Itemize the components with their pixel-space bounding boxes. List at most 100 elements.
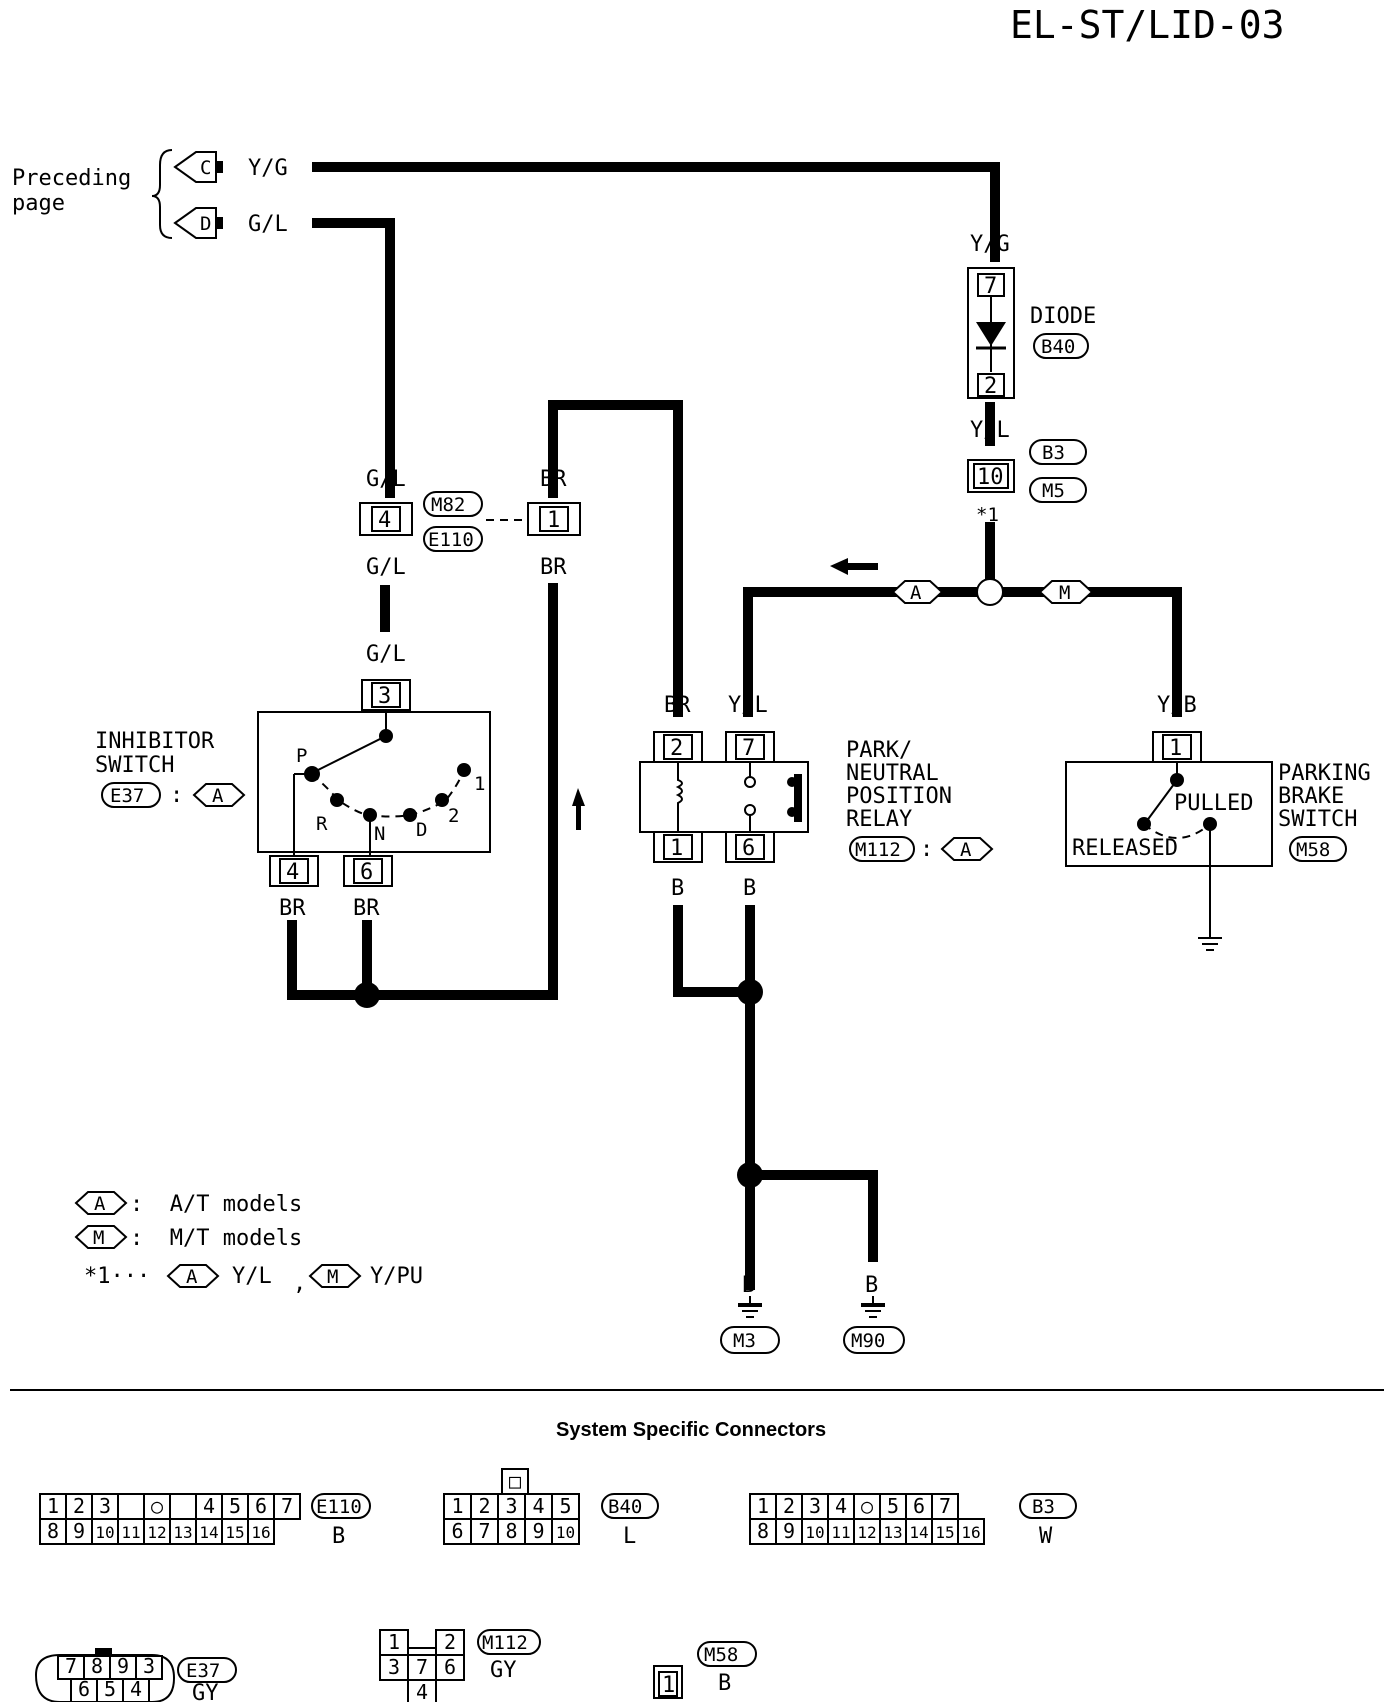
arrow-left-icon (830, 558, 878, 575)
legend-m-text: : M/T models (130, 1226, 302, 1251)
conn-d-label: D (200, 213, 211, 235)
relay-pin-tr-box (735, 734, 765, 760)
m58-pin-box (658, 1671, 678, 1697)
inhibitor-wire-a: BR (279, 896, 306, 921)
m82-wire-right-top: BR (540, 467, 567, 492)
e110-pin-row2-1: 9 (73, 1519, 85, 1543)
inhibitor-switch: G/L 3 P R N D 2 1 4 6 BR BR INHIBITOR (95, 642, 491, 921)
inhibitor-wire-b: BR (353, 896, 380, 921)
e110-pin-row1-9-cell (273, 1493, 301, 1520)
inhibitor-variant: A (212, 785, 224, 807)
e110-pin-row1-8: 6 (255, 1494, 267, 1518)
inhibitor-wire-top: G/L (366, 642, 406, 667)
relay-pin-bl-box (663, 834, 693, 860)
relay-colon: : (920, 837, 933, 862)
inhibitor-name-1: INHIBITOR (95, 729, 215, 754)
e37-id-badge (177, 1657, 237, 1683)
m82-pin-right: 1 (547, 508, 560, 533)
b3-pin-row1-6: 6 (913, 1494, 925, 1518)
b3-pin-row2-0: 8 (757, 1519, 769, 1543)
inhibitor-2: 2 (448, 805, 459, 827)
wire-b-relay1 (673, 905, 750, 997)
relay-body (639, 761, 809, 833)
legend: A : A/T models M : M/T models *1··· A Y/… (74, 1191, 423, 1296)
relay-coil-icon (675, 762, 683, 832)
e110-badge (423, 526, 483, 552)
diode-pin-top: 7 (984, 274, 997, 299)
b40-pin-row1-1-cell (470, 1493, 499, 1520)
wire-d-label: G/L (248, 212, 288, 237)
legend-note-m-val: Y/PU (370, 1264, 423, 1289)
m58-id: M58 (704, 1644, 738, 1666)
pbs-released: RELEASED (1072, 836, 1178, 861)
e37-pin-row2-0: 6 (78, 1677, 90, 1701)
m58-color: B (718, 1671, 731, 1696)
b3-pin-row2-3: 11 (831, 1523, 850, 1542)
e110-pin-row2-4: 12 (147, 1523, 166, 1542)
e110-pin-row2-4-cell (143, 1518, 171, 1545)
m82-wire-left-top: G/L (366, 467, 406, 492)
b40-id: B40 (608, 1496, 642, 1518)
e110-pin-row2-7: 15 (225, 1523, 244, 1542)
m82-right-pin-box (539, 506, 569, 532)
relay-wire-right-bottom: B (743, 876, 756, 901)
branch-a-label: A (910, 582, 922, 604)
m112-id: M112 (482, 1632, 528, 1654)
pbs-body (1065, 761, 1273, 867)
relay-pin-br: 6 (742, 836, 755, 861)
inhibitor-arm (313, 735, 387, 773)
b40-pin-row2-4: 10 (556, 1523, 575, 1542)
relay-name-3: POSITION (846, 784, 952, 809)
e110-pin-row2-6-cell (195, 1518, 223, 1545)
b3-pin-row1-1: 2 (783, 1494, 795, 1518)
diode-name: DIODE (1030, 304, 1096, 329)
b40-pin-row2-0: 6 (451, 1519, 463, 1543)
b40-pin-row2-2: 8 (505, 1519, 517, 1543)
e37-key-icon (95, 1648, 112, 1655)
b3-pin-row1-0: 1 (757, 1494, 769, 1518)
inhibitor-pin-a: 4 (286, 860, 299, 885)
legend-a-text: : A/T models (130, 1192, 302, 1217)
m112-badge (849, 836, 915, 862)
e110-pin-row1-0: 1 (47, 1494, 59, 1518)
relay-name-4: RELAY (846, 807, 912, 832)
legend-note-a-badge (166, 1264, 220, 1288)
inhibitor-pos-2-dot (435, 793, 449, 807)
relay-pin-tl: 2 (670, 736, 683, 761)
inhibitor-pin-b-box (353, 858, 383, 884)
b40-pin-row2-1: 7 (478, 1519, 490, 1543)
pbs-wire-top: Y/B (1157, 693, 1197, 718)
b3-pin-row2-4: 12 (857, 1523, 876, 1542)
pbs-pin-box (1162, 734, 1192, 760)
pbs-connector: M58 (1296, 839, 1330, 861)
e37-pin-row2-1: 5 (104, 1677, 116, 1701)
legend-note-sep: , (293, 1271, 306, 1296)
brace-icon (151, 149, 173, 239)
junction-yl (976, 578, 1004, 606)
relay-wire-left-bottom: B (671, 876, 684, 901)
m58-pin: 1 (662, 1673, 675, 1698)
pbs-name-1: PARKING (1278, 761, 1371, 786)
b3-pin-row2-2: 10 (805, 1523, 824, 1542)
e110-pin-row2-0: 8 (47, 1519, 59, 1543)
m112-pin-1: 2 (444, 1630, 456, 1654)
b40-pin-row1-2: 3 (505, 1494, 517, 1518)
ground-wire-2: B (865, 1273, 878, 1298)
wire-br-return (367, 583, 558, 1000)
e37-pin-row2-2-cell (122, 1678, 150, 1702)
e110-pin-row2-8-cell (247, 1518, 275, 1545)
b3-pin-row1-3: 4 (835, 1494, 847, 1518)
b3-pin-row2-5-cell (879, 1518, 907, 1545)
b3-pin-row2-5: 13 (883, 1523, 902, 1542)
splice-b-lower (737, 1162, 763, 1188)
wire-br-top (548, 400, 683, 717)
wire-yb (1002, 587, 1182, 717)
connectors-title: System Specific Connectors (556, 1419, 826, 1441)
wire-yg (312, 162, 1000, 262)
relay-arm-dot-2 (787, 807, 797, 817)
relay-wire-left-top: BR (664, 693, 691, 718)
joint-connector-b3: 10 B3 M5 *1 (967, 439, 1087, 526)
